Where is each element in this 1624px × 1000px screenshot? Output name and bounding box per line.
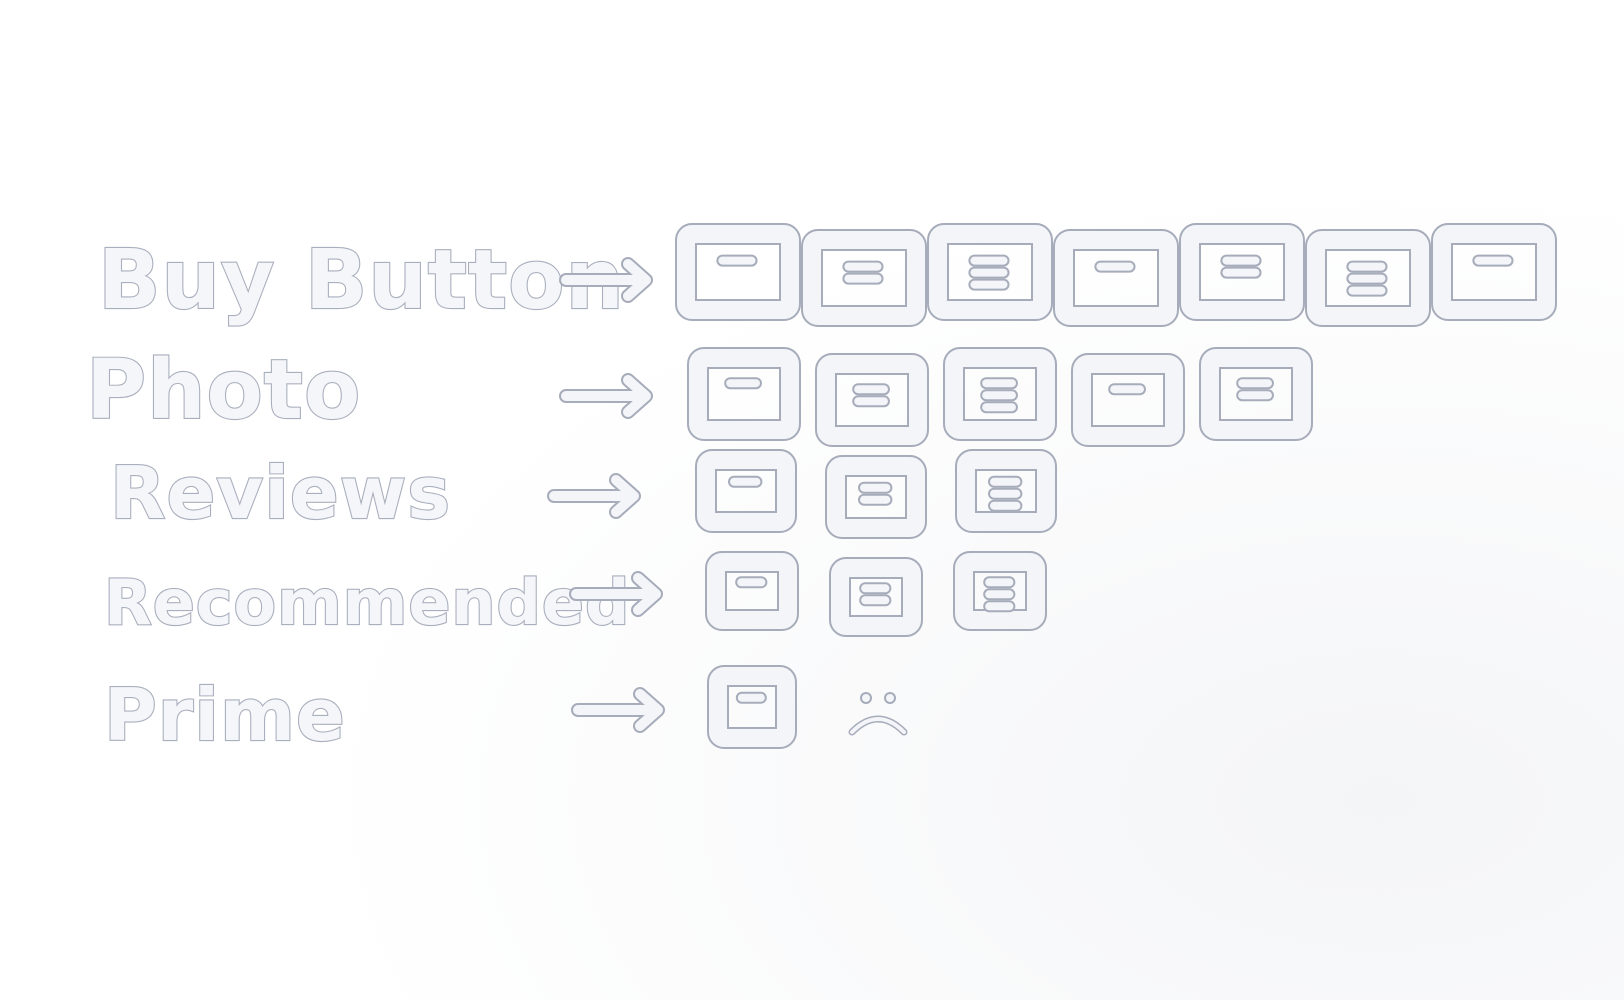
row-label-buy-button: Buy Button [98, 233, 625, 328]
mockup-sketch [825, 455, 927, 539]
arrow-icon [559, 373, 653, 419]
row-photo: Photo [85, 342, 1313, 447]
frown-eye [884, 692, 896, 704]
mockup-sketch [707, 665, 797, 749]
row-label-reviews: Reviews [110, 451, 451, 535]
mockup-sketch [1431, 223, 1557, 321]
mockup-sketch [943, 347, 1057, 441]
arrow-icon [571, 687, 665, 733]
mockups-photo [687, 347, 1313, 447]
mockups-recommended [705, 551, 1047, 637]
row-recommended: Recommended [103, 551, 1047, 640]
row-label-photo: Photo [86, 343, 361, 438]
mockup-sketch [829, 557, 923, 637]
mockup-sketch [953, 551, 1047, 631]
row-label-prime: Prime [104, 673, 346, 757]
frown-face-icon [848, 692, 908, 736]
mockup-sketch [695, 449, 797, 533]
arrow-icon [547, 473, 641, 519]
mockup-sketch [955, 449, 1057, 533]
mockup-sketch [1179, 223, 1305, 321]
mockup-sketch [1053, 229, 1179, 327]
row-label-recommended: Recommended [104, 566, 630, 639]
frown-eye [860, 692, 872, 704]
mockups-reviews [695, 449, 1057, 539]
mockup-sketch [1199, 347, 1313, 441]
mockup-sketch [1305, 229, 1431, 327]
mockups-buy-button [675, 223, 1557, 327]
row-reviews: Reviews [109, 449, 1057, 539]
row-buy-button: Buy Button [97, 223, 1557, 329]
mockups-prime [707, 665, 797, 749]
row-prime: Prime [103, 665, 908, 758]
mockup-sketch [927, 223, 1053, 321]
mockup-sketch [687, 347, 801, 441]
mockup-sketch [705, 551, 799, 631]
arrow-icon [559, 257, 653, 303]
mockup-sketch [801, 229, 927, 327]
arrow-icon [569, 571, 663, 617]
mockup-sketch [675, 223, 801, 321]
mockup-sketch [815, 353, 929, 447]
mockup-sketch [1071, 353, 1185, 447]
